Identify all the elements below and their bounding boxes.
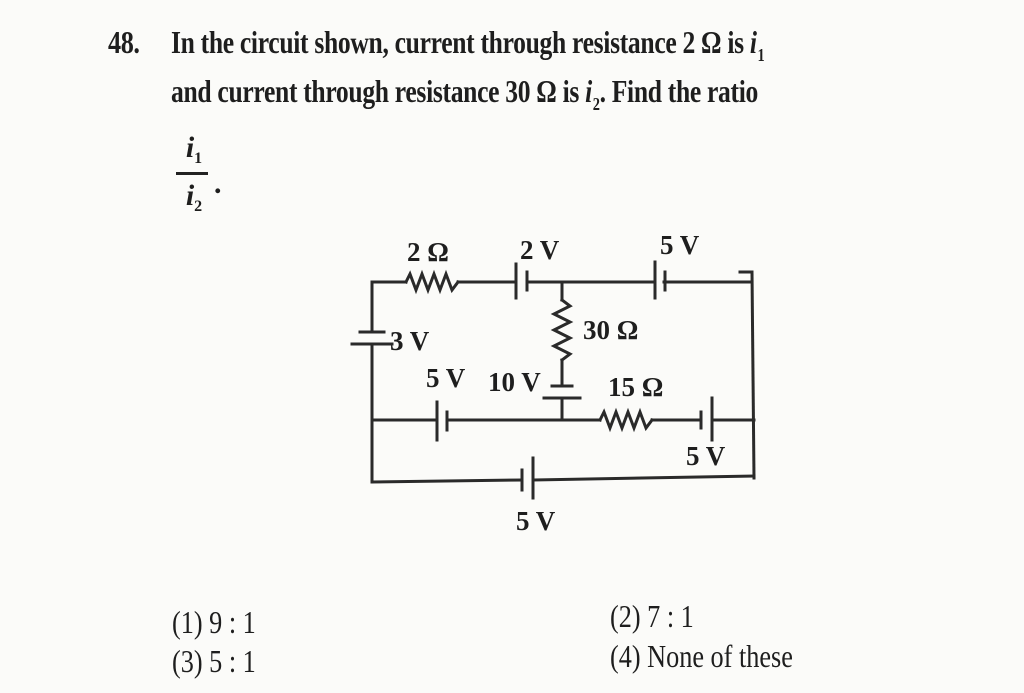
label-5v-mid-left: 5 V (426, 363, 466, 393)
label-30-ohm: 30 Ω (583, 315, 638, 345)
cell-5v-mid-left-icon (435, 400, 449, 442)
ratio-fraction: i1 i2 . (176, 131, 222, 216)
label-5v-top: 5 V (660, 230, 700, 260)
wire-top (370, 269, 754, 295)
fraction-bar (176, 172, 208, 175)
cell-5v-mid-right-icon (699, 396, 714, 442)
current-symbol: i (749, 24, 757, 60)
label-3v: 3 V (390, 326, 430, 356)
current-subscript: 1 (757, 45, 765, 65)
cell-2v-icon (514, 262, 529, 300)
cell-3v-icon (350, 330, 394, 346)
cell-5v-top-icon (653, 260, 667, 300)
question-text-end: . Find the ratio (599, 73, 759, 109)
question-text: In the circuit shown, current through re… (171, 24, 750, 60)
question-text-line-2: and current through resistance 30 Ω is i… (171, 73, 759, 114)
label-2-ohm: 2 Ω (407, 237, 449, 267)
resistor-30-icon (550, 280, 574, 386)
wire-middle (370, 407, 756, 433)
label-10v: 10 V (488, 367, 541, 397)
question-number: 48. (108, 24, 140, 60)
fraction-period: . (214, 167, 222, 200)
current-symbol: i (585, 73, 592, 109)
cell-5v-bottom-icon (520, 456, 535, 500)
label-2v: 2 V (520, 235, 560, 265)
fraction-numerator: i1 (185, 131, 203, 168)
option-4[interactable]: (4) None of these (610, 638, 793, 674)
label-5v-mid-right: 5 V (686, 441, 726, 471)
question-text: and current through resistance 30 Ω is (171, 73, 586, 109)
label-5v-bottom: 5 V (516, 506, 556, 536)
current-subscript: 2 (592, 94, 600, 114)
option-1[interactable]: (1) 9 : 1 (172, 604, 256, 640)
label-15-ohm: 15 Ω (608, 372, 663, 402)
option-2[interactable]: (2) 7 : 1 (610, 598, 694, 634)
question-text-line-1: In the circuit shown, current through re… (171, 24, 765, 65)
option-3[interactable]: (3) 5 : 1 (172, 643, 256, 679)
cell-10v-icon (542, 384, 582, 422)
wire-right (750, 270, 756, 480)
wire-bottom (370, 474, 756, 484)
fraction-denominator: i2 (185, 179, 203, 216)
